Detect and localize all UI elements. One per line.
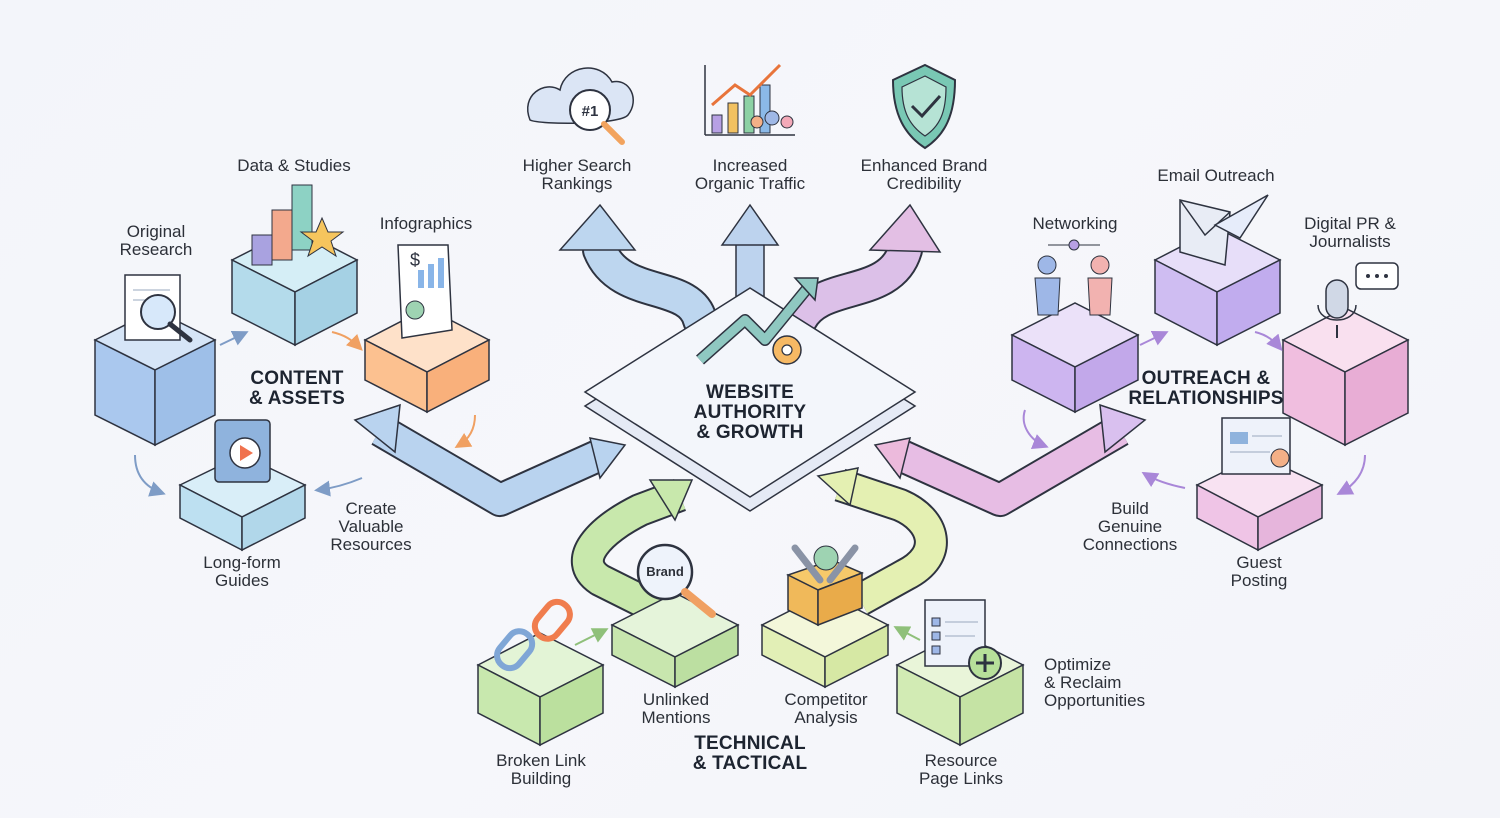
outcome-traffic-label: Increased Organic Traffic: [694, 156, 806, 193]
networking-label: Networking: [1032, 214, 1118, 233]
shield-check-icon: [891, 63, 957, 150]
svg-text:#1: #1: [582, 103, 599, 120]
svg-text:$: $: [410, 250, 420, 270]
technical-cluster-title: TECHNICAL & TACTICAL: [692, 733, 808, 774]
outcome-credibility-label: Enhanced Brand Credibility: [860, 156, 988, 193]
guest-posting-label: Guest Posting: [1230, 553, 1288, 590]
arrow-technical-right: [816, 467, 948, 615]
infographics-label: Infographics: [379, 214, 473, 233]
competitor-analysis-label: Competitor Analysis: [784, 690, 868, 727]
cube-resource-page: [895, 599, 1025, 747]
long-form-guides-label: Long-form Guides: [203, 553, 281, 590]
cube-original-research: [93, 274, 217, 447]
cube-infographics: $: [363, 244, 491, 414]
cube-broken-link: [476, 598, 605, 747]
email-outreach-label: Email Outreach: [1157, 166, 1275, 185]
arrow-content-to-hub: [353, 403, 627, 517]
resource-page-label: Resource Page Links: [918, 751, 1004, 788]
search-cloud-icon: #1: [527, 67, 634, 145]
cube-unlinked-mentions: [610, 543, 740, 689]
outreach-cycle-label: Build Genuine Connections: [1082, 499, 1178, 554]
technical-cycle-label: Optimize & Reclaim Opportunities: [1044, 655, 1146, 710]
cube-email-outreach: [1153, 194, 1282, 347]
hub-platform: [583, 277, 917, 512]
outcome-rankings-label: Higher Search Rankings: [522, 156, 632, 193]
digital-pr-label: Digital PR & Journalists: [1304, 214, 1396, 251]
cube-digital-pr: [1281, 262, 1410, 447]
cube-networking: [1010, 239, 1140, 414]
hub-title: WEBSITE AUTHORITY & GROWTH: [693, 382, 807, 443]
cube-long-form-guides: [178, 419, 307, 552]
original-research-label: Original Research: [119, 222, 193, 259]
unlinked-mentions-label: Unlinked Mentions: [641, 690, 711, 727]
cube-guest-posting: [1195, 417, 1324, 552]
growth-chart-icon: [704, 63, 795, 136]
arrow-to-credibility: [782, 203, 942, 338]
content-cycle-label: Create Valuable Resources: [330, 499, 412, 554]
arrow-outreach-to-hub: [873, 403, 1147, 517]
cube-competitor-analysis: [760, 544, 890, 689]
cube-data-studies: [230, 184, 359, 347]
arrow-to-rankings: [558, 203, 718, 338]
broken-link-label: Broken Link Building: [496, 751, 586, 788]
brand-badge: Brand: [646, 564, 684, 579]
content-cluster-title: CONTENT & ASSETS: [249, 368, 345, 409]
arrow-technical-left: [570, 479, 694, 626]
outreach-cluster-title: OUTREACH & RELATIONSHIPS: [1128, 368, 1284, 409]
data-studies-label: Data & Studies: [237, 156, 351, 175]
arrow-to-traffic: [720, 203, 780, 321]
